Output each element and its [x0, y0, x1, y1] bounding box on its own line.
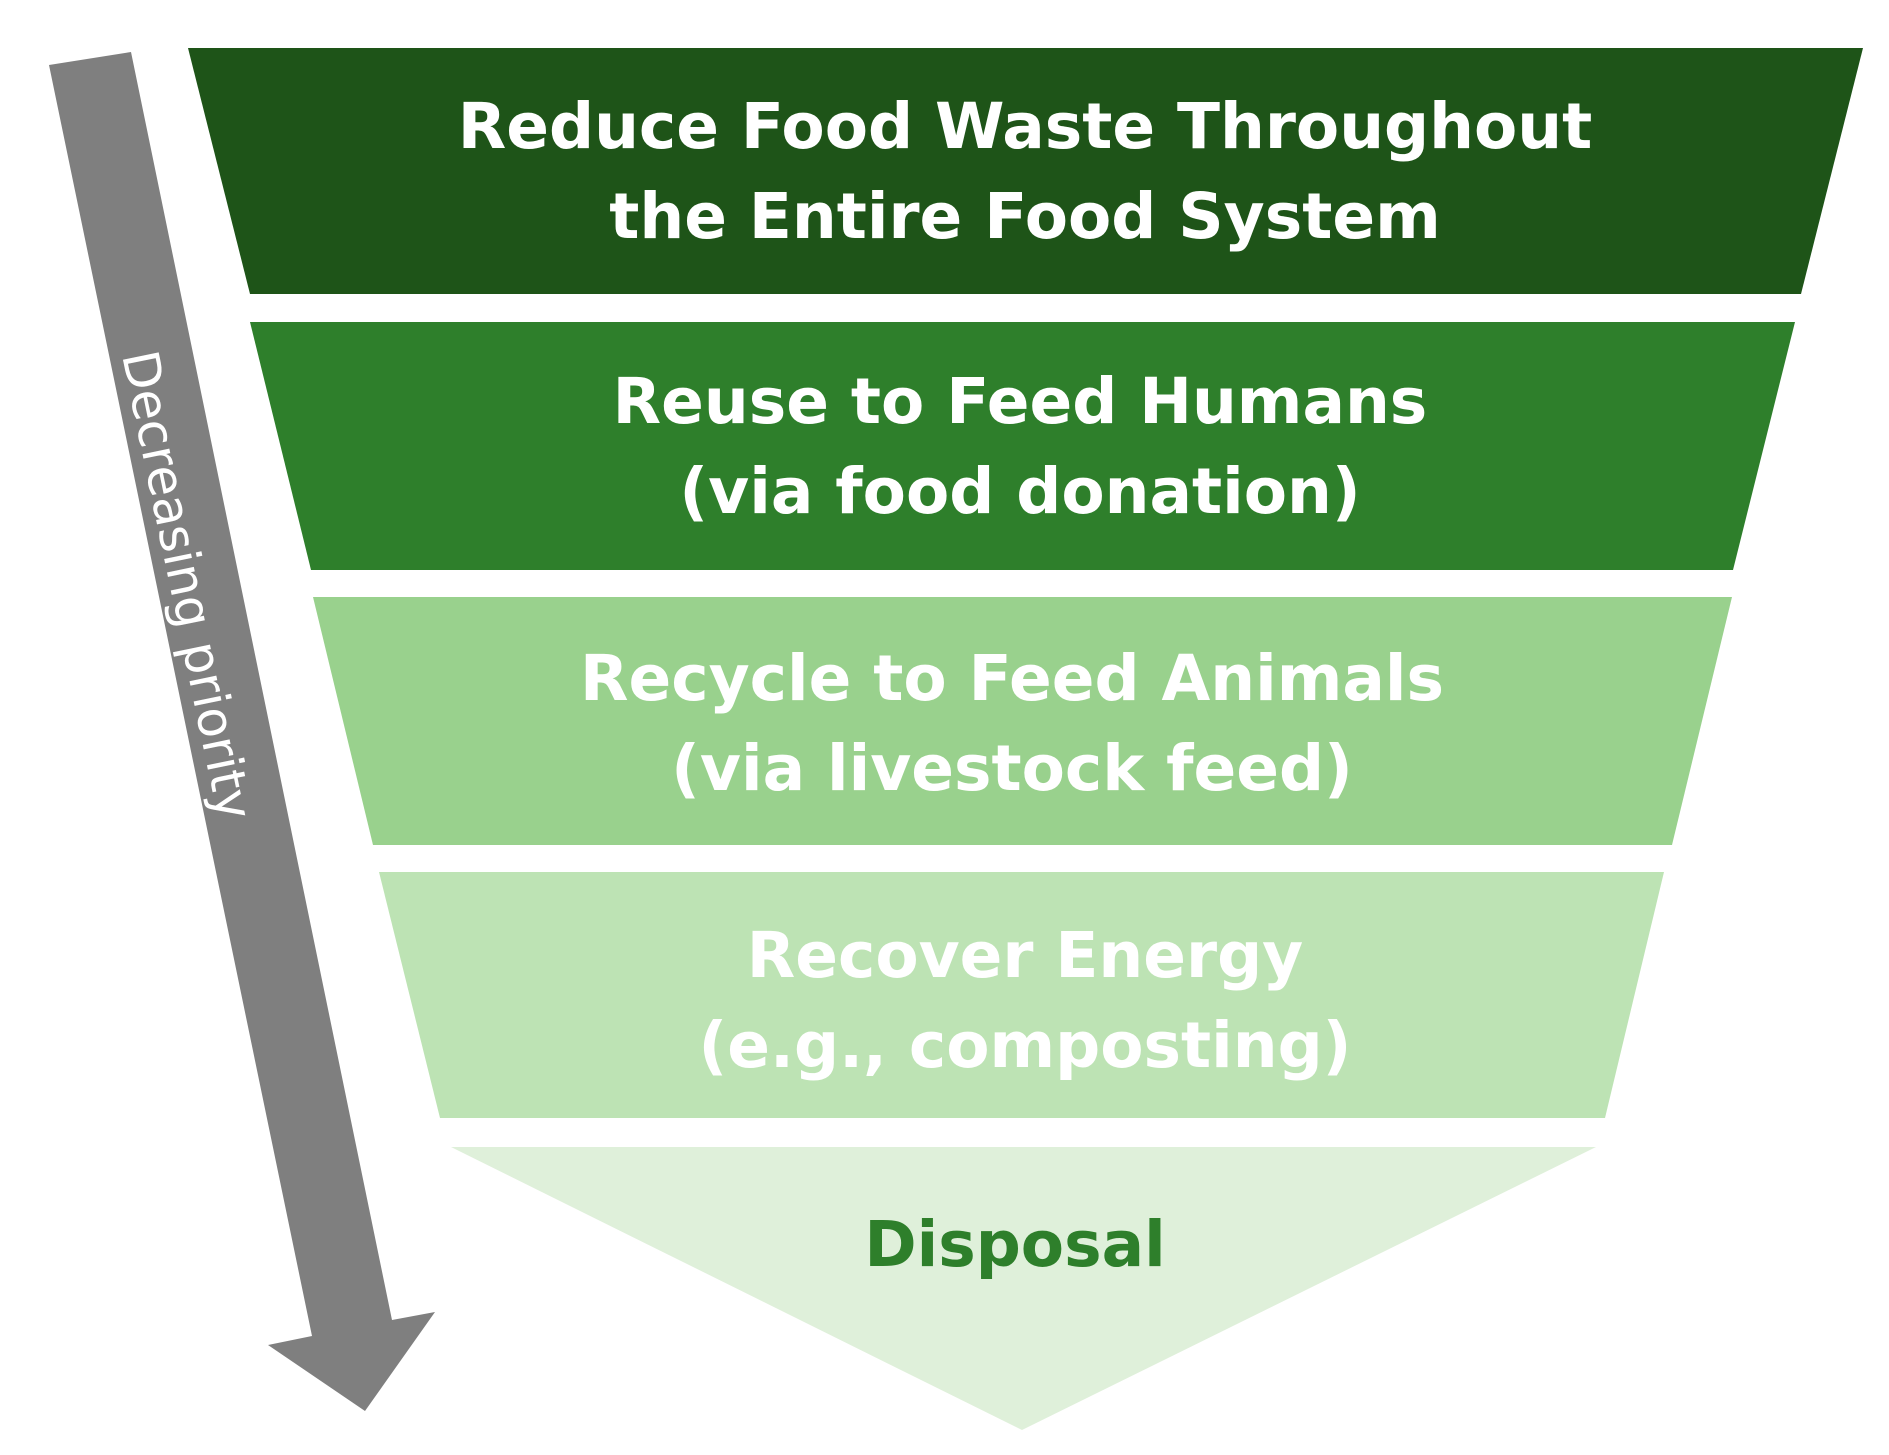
tier-reduce-band	[188, 48, 1863, 294]
tier-reduce: Reduce Food Waste Throughout the Entire …	[188, 48, 1863, 294]
tier-recover: Recover Energy (e.g., composting)	[379, 872, 1664, 1118]
tier-disposal-band	[451, 1147, 1596, 1430]
tier-recycle-title: Recycle to Feed Animals	[580, 642, 1444, 715]
tier-recycle-band	[313, 597, 1732, 845]
tier-disposal-title: Disposal	[864, 1208, 1165, 1281]
tier-recover-subtitle: (e.g., composting)	[699, 1009, 1352, 1082]
tier-recover-title: Recover Energy	[747, 919, 1304, 992]
tier-recover-band	[379, 872, 1664, 1118]
tier-reduce-title: Reduce Food Waste Throughout	[458, 90, 1593, 163]
tier-reuse-band	[250, 322, 1795, 570]
tier-reuse-title: Reuse to Feed Humans	[613, 365, 1428, 438]
tier-disposal: Disposal	[451, 1147, 1596, 1430]
tier-reduce-subtitle: the Entire Food System	[609, 180, 1440, 253]
tier-recycle: Recycle to Feed Animals (via livestock f…	[313, 597, 1732, 845]
tier-reuse: Reuse to Feed Humans (via food donation)	[250, 322, 1795, 570]
tier-recycle-subtitle: (via livestock feed)	[671, 732, 1353, 805]
arrow-shape	[49, 52, 435, 1411]
tier-reuse-subtitle: (via food donation)	[679, 455, 1360, 528]
